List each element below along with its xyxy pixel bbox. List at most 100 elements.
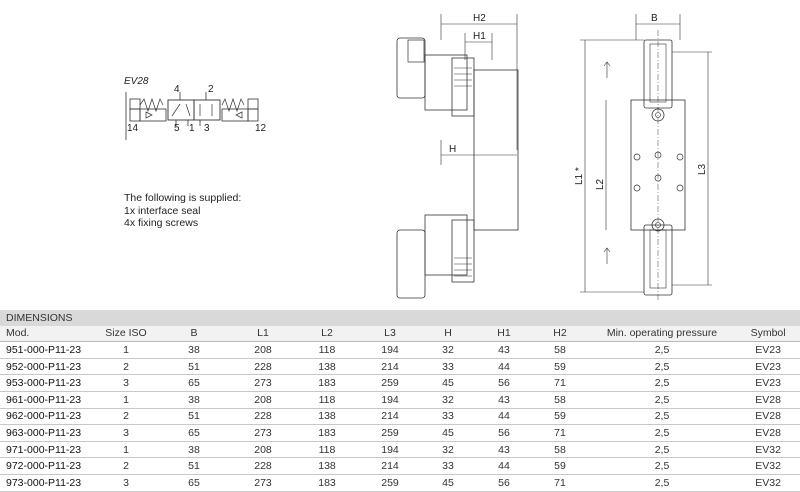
table-cell: 56 [476, 374, 532, 392]
side-view: H2 H1 H [396, 13, 519, 299]
table-cell: 2 [96, 358, 156, 376]
column-header: Min. operating pressure [588, 325, 736, 343]
table-cell: 2 [96, 408, 156, 426]
table-cell: 214 [360, 408, 420, 426]
table-cell: 118 [294, 391, 360, 409]
table-cell: 65 [156, 424, 232, 442]
table-cell: 259 [360, 424, 420, 442]
table-cell: 32 [420, 441, 476, 459]
table-cell: 118 [294, 441, 360, 459]
table-cell: 59 [532, 358, 588, 376]
column-header: L2 [294, 325, 360, 343]
dim-label-l3: L3 [697, 163, 708, 175]
dim-label-l1: L1 * [574, 167, 585, 185]
technical-drawing: EV28 14 4 2 5 1 3 12 [124, 13, 712, 300]
table-cell: 1 [96, 391, 156, 409]
model-cell: 972-000-P11-23 [0, 457, 96, 475]
port-label-4: 4 [174, 84, 180, 95]
model-cell: 963-000-P11-23 [0, 424, 96, 442]
table-cell: 44 [476, 358, 532, 376]
table-cell: 44 [476, 457, 532, 475]
model-cell: 951-000-P11-23 [0, 341, 96, 359]
table-cell: 58 [532, 441, 588, 459]
table-header-row: Mod. Size ISO B L1 L2 L3 H H1 H2 Min. op… [0, 325, 800, 343]
table-cell: 228 [232, 408, 294, 426]
table-cell: 43 [476, 341, 532, 359]
table-cell: 214 [360, 457, 420, 475]
model-cell: 961-000-P11-23 [0, 391, 96, 409]
port-label-14: 14 [127, 123, 139, 134]
table-cell: 259 [360, 474, 420, 492]
valve-symbol: EV28 14 4 2 5 1 3 12 [124, 76, 267, 140]
table-cell: 183 [294, 474, 360, 492]
table-cell: 208 [232, 341, 294, 359]
table-cell: 2,5 [588, 391, 736, 409]
table-cell: 194 [360, 341, 420, 359]
table-cell: 32 [420, 341, 476, 359]
table-cell: 273 [232, 424, 294, 442]
table-cell: 43 [476, 391, 532, 409]
port-label-2: 2 [208, 84, 214, 95]
column-header: H [420, 325, 476, 343]
table-cell: 59 [532, 408, 588, 426]
table-cell: 138 [294, 457, 360, 475]
table-cell: 138 [294, 408, 360, 426]
table-cell: EV23 [736, 374, 800, 392]
table-cell: 194 [360, 391, 420, 409]
table-cell: 228 [232, 358, 294, 376]
table-cell: 45 [420, 424, 476, 442]
table-cell: 1 [96, 441, 156, 459]
table-cell: 183 [294, 374, 360, 392]
column-header: Size ISO [96, 325, 156, 343]
symbol-label: EV28 [124, 76, 149, 87]
table-cell: 194 [360, 441, 420, 459]
dimensions-table: DIMENSIONS Mod. Size ISO B L1 L2 L3 H H1… [0, 310, 800, 492]
supplied-note: The following is supplied: 1x interface … [124, 192, 241, 230]
table-cell: 51 [156, 457, 232, 475]
table-cell: 208 [232, 391, 294, 409]
table-cell: 3 [96, 374, 156, 392]
model-cell: 971-000-P11-23 [0, 441, 96, 459]
table-cell: 214 [360, 358, 420, 376]
table-cell: 2,5 [588, 474, 736, 492]
table-cell: EV28 [736, 408, 800, 426]
table-cell: 43 [476, 441, 532, 459]
table-cell: EV23 [736, 358, 800, 376]
column-header: Symbol [736, 325, 800, 343]
table-cell: 208 [232, 441, 294, 459]
table-cell: 65 [156, 374, 232, 392]
table-cell: 2,5 [588, 457, 736, 475]
table-cell: 71 [532, 374, 588, 392]
table-cell: 65 [156, 474, 232, 492]
table-title: DIMENSIONS [0, 310, 800, 326]
table-title-row: DIMENSIONS [0, 310, 800, 326]
table-cell: EV32 [736, 441, 800, 459]
table-cell: EV32 [736, 474, 800, 492]
table-cell: 273 [232, 374, 294, 392]
port-label-5: 5 [174, 123, 180, 134]
column-header: Mod. [0, 325, 96, 343]
table-cell: 45 [420, 374, 476, 392]
table-cell: 33 [420, 457, 476, 475]
table-cell: 33 [420, 358, 476, 376]
table-cell: 38 [156, 391, 232, 409]
column-header: H1 [476, 325, 532, 343]
column-header: H2 [532, 325, 588, 343]
table-cell: 118 [294, 341, 360, 359]
table-cell: 71 [532, 424, 588, 442]
column-header: B [156, 325, 232, 343]
column-header: L1 [232, 325, 294, 343]
table-cell: 38 [156, 441, 232, 459]
table-cell: EV28 [736, 424, 800, 442]
dim-label-h2: H2 [473, 13, 486, 24]
table-cell: 2,5 [588, 341, 736, 359]
table-cell: 51 [156, 408, 232, 426]
supplied-item-seal: 1x interface seal [124, 204, 201, 217]
dim-label-h: H [449, 144, 456, 155]
table-cell: 2,5 [588, 374, 736, 392]
